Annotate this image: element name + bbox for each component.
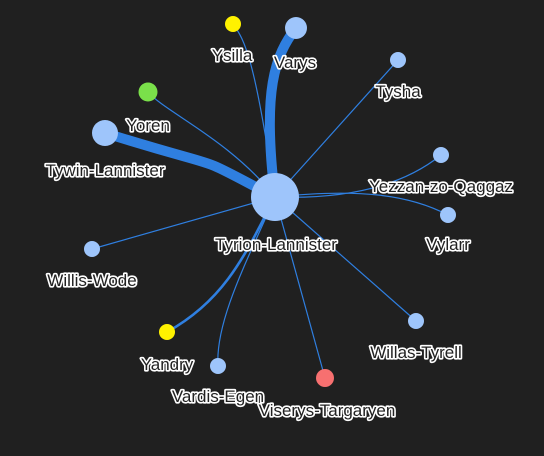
- edge-yezzan: [274, 154, 442, 198]
- label-viserys: Viserys-Targaryen: [259, 401, 396, 420]
- node-yoren[interactable]: [138, 82, 158, 102]
- node-yandry[interactable]: [159, 324, 175, 340]
- node-varys[interactable]: [285, 17, 307, 39]
- node-willas[interactable]: [408, 313, 424, 329]
- label-willas: Willas-Tyrell: [370, 343, 462, 362]
- node-tysha[interactable]: [390, 52, 406, 68]
- node-tyrion-lannister[interactable]: [251, 173, 299, 221]
- label-tysha: Tysha: [375, 82, 421, 101]
- edge-viserys: [274, 196, 326, 379]
- edge-vylarr: [274, 192, 449, 216]
- edge-yoren: [147, 91, 276, 198]
- label-tywin: Tywin-Lannister: [45, 161, 164, 180]
- node-willis[interactable]: [84, 241, 100, 257]
- label-willis: Willis-Wode: [47, 271, 136, 290]
- label-varys: Varys: [274, 53, 316, 72]
- label-vylarr: Vylarr: [426, 235, 470, 254]
- node-vylarr[interactable]: [440, 207, 456, 223]
- edge-tywin: [100, 128, 280, 202]
- node-vardis[interactable]: [210, 358, 226, 374]
- label-vardis: Vardis-Egen: [172, 387, 264, 406]
- node-viserys[interactable]: [316, 369, 334, 387]
- label-yoren: Yoren: [126, 116, 170, 135]
- edge-willis: [91, 196, 276, 250]
- node-tywin[interactable]: [92, 120, 118, 146]
- node-ysilla[interactable]: [225, 16, 241, 32]
- edge-willas: [274, 196, 417, 322]
- nodes-layer: [84, 16, 456, 387]
- label-tyrion-lannister: Tyrion-Lannister: [215, 235, 337, 254]
- edge-varys: [264, 23, 301, 202]
- edge-yandry: [165, 195, 277, 334]
- label-ysilla: Ysilla: [212, 46, 253, 65]
- label-yezzan: Yezzan-zo-Qaggaz: [369, 177, 513, 196]
- label-yandry: Yandry: [141, 355, 194, 374]
- edge-tysha: [274, 59, 399, 198]
- node-yezzan[interactable]: [433, 147, 449, 163]
